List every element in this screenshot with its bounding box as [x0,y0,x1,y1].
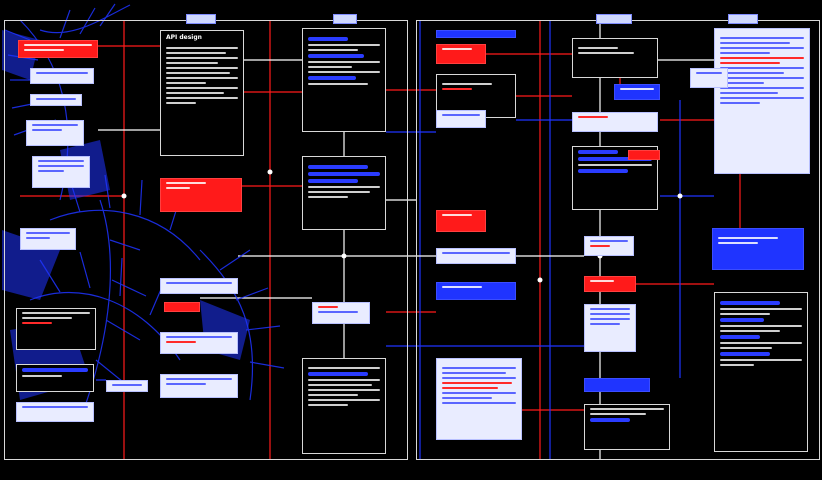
connector-node [341,253,347,259]
note-card[interactable] [30,68,94,84]
note-card[interactable] [436,210,486,232]
highlight-card[interactable] [160,178,242,212]
note-card[interactable] [16,364,94,392]
center-doc-card[interactable] [436,358,522,440]
frame-tab[interactable] [186,14,216,24]
note-card[interactable] [160,278,238,294]
connector-node [121,193,127,199]
flow-card[interactable] [572,38,658,78]
card-title [303,29,385,34]
card-title [713,229,803,234]
card-title: API design [166,34,202,41]
note-card[interactable] [30,94,82,106]
right-doc-card[interactable] [714,28,810,174]
tag-card[interactable] [628,150,660,160]
note-card[interactable] [584,236,634,256]
note-card[interactable] [20,228,76,250]
connector-node [267,169,273,175]
note-card[interactable] [436,44,486,64]
header-bar[interactable] [436,30,516,38]
card-title [437,75,515,80]
note-card[interactable] [690,68,728,88]
note-card[interactable] [584,276,636,292]
stack-card[interactable] [302,28,386,132]
frame-tab[interactable] [596,14,632,24]
note-card[interactable] [436,248,516,264]
card-title [437,359,521,364]
note-card[interactable] [614,84,660,100]
note-card[interactable] [32,156,90,188]
note-card[interactable] [26,120,84,146]
right-blue-card[interactable] [712,228,804,270]
note-card[interactable] [18,40,98,58]
note-card[interactable] [106,380,148,392]
bottom-card[interactable] [302,358,386,454]
note-card[interactable] [572,112,658,132]
card-title [573,39,657,44]
frame-tab[interactable] [333,14,357,24]
card-title [715,293,807,298]
note-card[interactable] [160,374,238,398]
flow-card[interactable] [584,404,670,450]
card-title [303,157,385,162]
note-card[interactable] [436,282,516,300]
mid-card[interactable] [302,156,386,230]
note-card[interactable] [16,402,94,422]
note-card[interactable] [16,308,96,350]
tag-card[interactable] [164,302,200,312]
api-design-card[interactable]: API design [160,30,244,156]
note-card[interactable] [584,304,636,352]
connector-node [537,277,543,283]
small-card[interactable] [312,302,370,324]
card-title [715,29,809,34]
note-card[interactable] [160,332,238,354]
connector-node [677,193,683,199]
note-card[interactable] [584,378,650,392]
right-list-card[interactable] [714,292,808,452]
card-title [303,359,385,364]
frame-tab[interactable] [728,14,758,24]
note-card[interactable] [436,110,486,128]
